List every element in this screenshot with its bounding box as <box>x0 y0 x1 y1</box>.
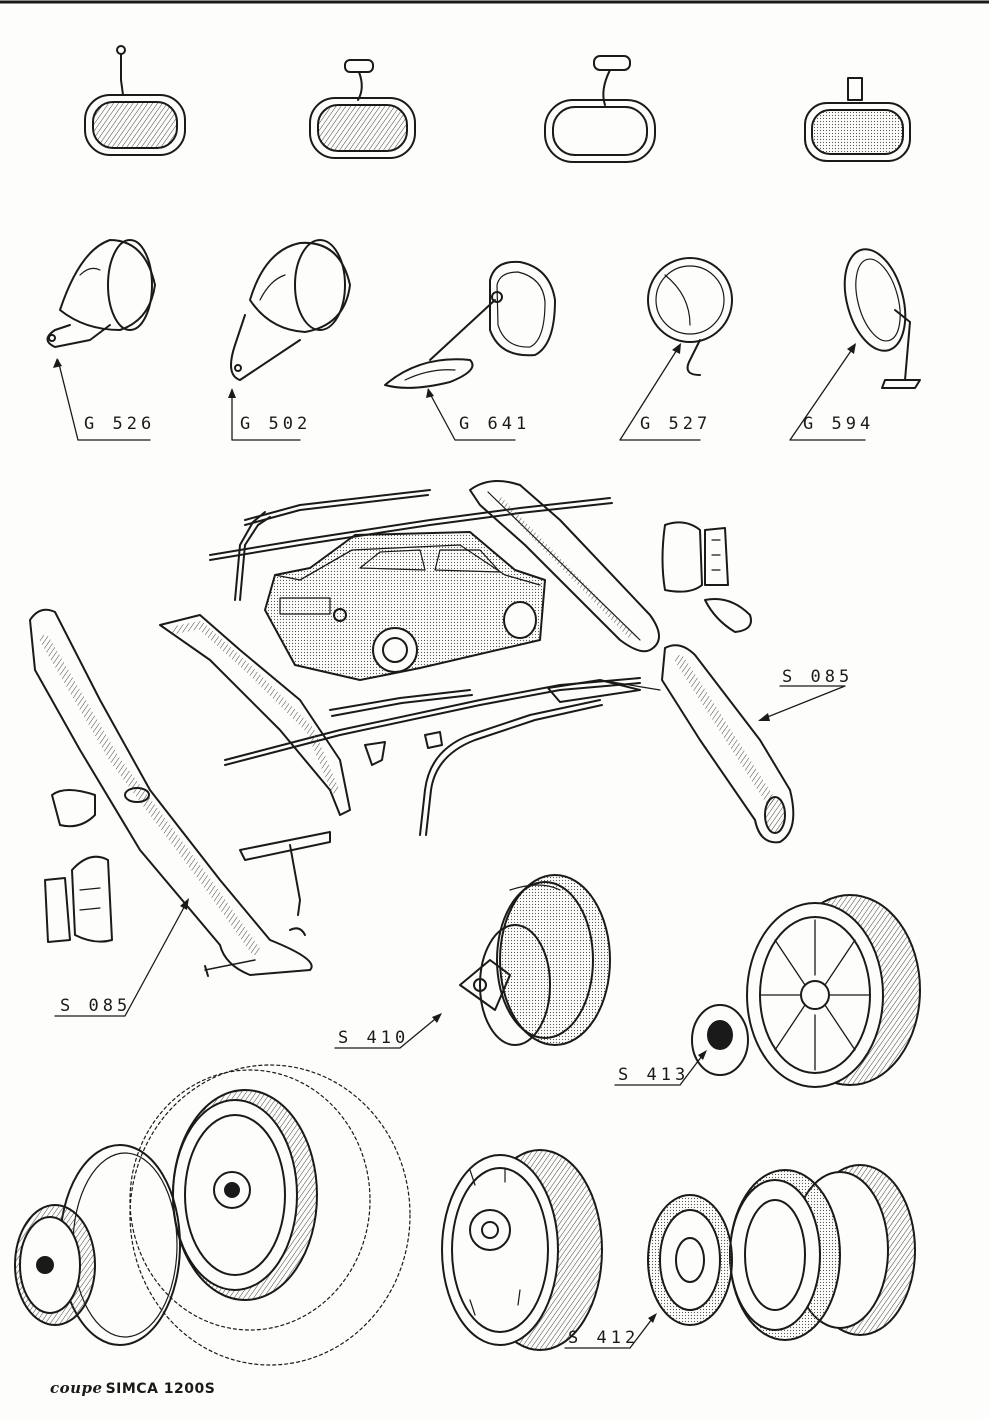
front-bumper-right <box>661 644 795 844</box>
row2-arrowheads <box>53 343 856 398</box>
part-label-g502: G 502 <box>240 414 312 434</box>
small-clips <box>364 731 443 766</box>
part-label-g527: G 527 <box>640 414 712 434</box>
interior-mirror-4 <box>804 77 911 162</box>
roof-trim-strips <box>209 489 613 601</box>
part-label-s085-left: S 085 <box>60 996 132 1016</box>
front-bumper-parts <box>44 789 331 977</box>
part-label-s413: S 413 <box>618 1065 690 1085</box>
part-label-g594: G 594 <box>803 414 875 434</box>
exterior-mirror-g641 <box>384 260 556 389</box>
wheel-spare-exploded <box>14 1064 411 1366</box>
taillight-parts <box>661 521 752 633</box>
part-label-s410: S 410 <box>338 1028 410 1048</box>
part-label-g641: G 641 <box>459 414 531 434</box>
rocker-panel-trim <box>159 614 351 816</box>
row2-leaders <box>57 344 866 441</box>
interior-mirror-1 <box>84 45 186 156</box>
wheel-s410 <box>459 874 611 1046</box>
rear-bumper <box>469 480 660 653</box>
front-bumper-left <box>29 608 313 976</box>
interior-mirror-3 <box>544 55 656 163</box>
wheel-leaders <box>334 1014 706 1349</box>
sill-trim-strips <box>224 677 661 836</box>
wheel-s413 <box>691 894 921 1088</box>
exterior-mirror-g502 <box>230 239 351 381</box>
exterior-mirror-g527 <box>647 257 733 376</box>
part-label-g526: G 526 <box>84 414 156 434</box>
wheel-s412-hubcaps <box>647 1164 916 1341</box>
wheel-s412-steel <box>441 1149 603 1351</box>
interior-mirror-2 <box>309 59 416 159</box>
exterior-mirror-g594 <box>843 248 921 389</box>
part-label-s085-right: S 085 <box>782 667 854 687</box>
footer-model: SIMCA 1200S <box>105 1381 216 1397</box>
car-outline <box>264 531 546 681</box>
footer-brand: coupe <box>50 1379 103 1397</box>
part-label-s412: S 412 <box>568 1328 640 1348</box>
exterior-mirror-g526 <box>46 239 156 348</box>
s085-leaders <box>54 685 846 1017</box>
